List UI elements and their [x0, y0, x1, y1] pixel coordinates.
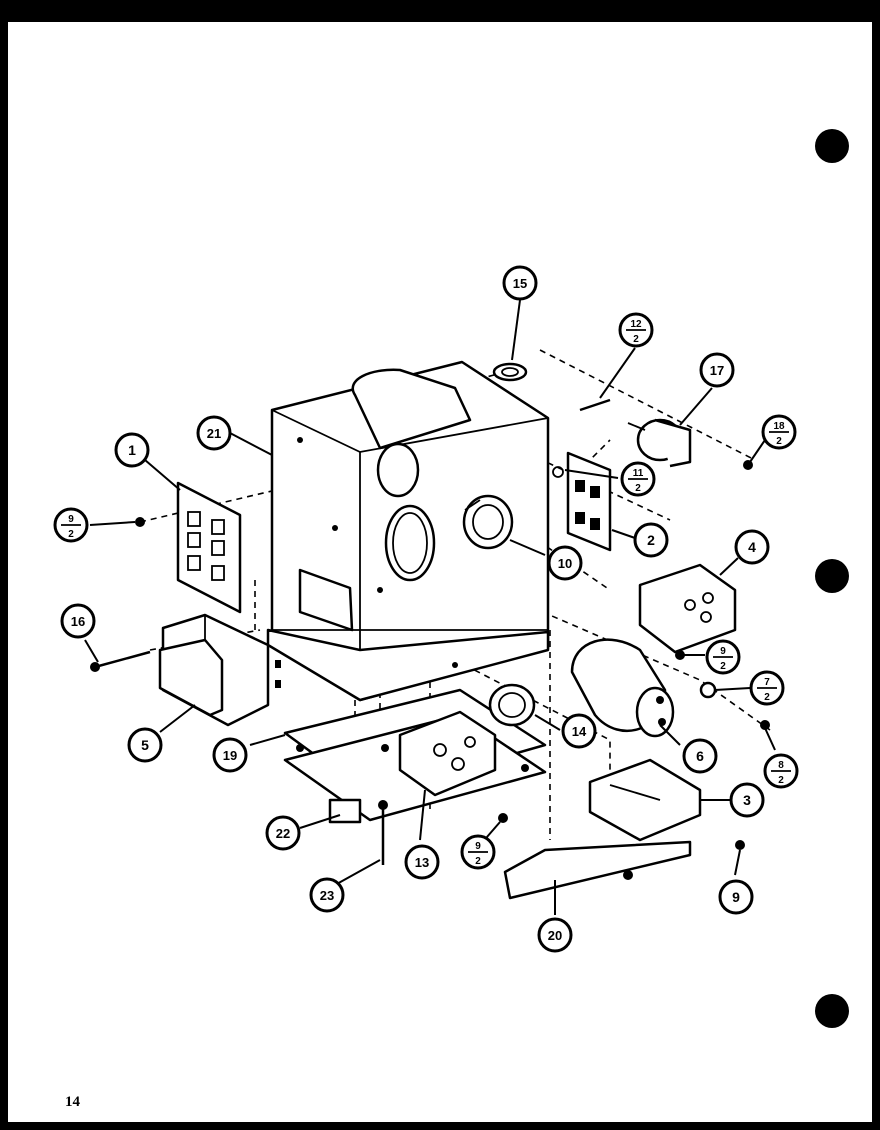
fraction-top: 8: [778, 760, 784, 771]
page-number: 14: [65, 1094, 80, 1110]
callout-label: 1: [128, 442, 136, 458]
terminal-bracket: [566, 451, 612, 552]
long-screw: [90, 650, 151, 672]
cabinet: [266, 360, 550, 702]
callout-5: 5: [127, 727, 163, 763]
fraction-bottom: 2: [475, 856, 481, 867]
fraction-callout-12-2: 122: [618, 312, 654, 348]
transformer: [158, 613, 281, 727]
callout-label: 4: [748, 539, 756, 555]
fraction-callout-7-2: 72: [749, 670, 785, 706]
callout-9: 9: [718, 879, 754, 915]
base-pan: [503, 840, 692, 900]
punch-hole-middle: [815, 559, 849, 593]
fraction-callout-8-2: 82: [763, 753, 799, 789]
fraction-bottom: 2: [778, 775, 784, 786]
small-fasteners: [135, 460, 770, 880]
callout-label: 20: [548, 928, 562, 943]
fraction-bottom: 2: [68, 529, 74, 540]
callout-23: 23: [309, 877, 345, 913]
callout-label: 19: [223, 748, 237, 763]
fraction-callout-9-2: 92: [705, 639, 741, 675]
callout-label: 14: [572, 724, 587, 739]
callout-19: 19: [212, 737, 248, 773]
fraction-top: 12: [630, 319, 642, 330]
callout-layer: 1234569101314151617192021222392122182112…: [53, 265, 799, 953]
callout-label: 3: [743, 792, 751, 808]
fraction-bottom: 2: [635, 483, 641, 494]
fraction-top: 9: [720, 646, 726, 657]
callout-16: 16: [60, 603, 96, 639]
callout-6: 6: [682, 738, 718, 774]
grommet-top: [492, 362, 528, 382]
callout-13: 13: [404, 844, 440, 880]
grommet-bottom: [488, 683, 536, 727]
callout-label: 16: [71, 614, 85, 629]
callout-label: 9: [732, 889, 740, 905]
fraction-bottom: 2: [764, 692, 770, 703]
fraction-top: 11: [633, 468, 644, 479]
fraction-bottom: 2: [776, 436, 782, 447]
callout-2: 2: [633, 522, 669, 558]
grommet-side: [462, 494, 514, 550]
fraction-bottom: 2: [720, 661, 726, 672]
fraction-callout-9-2: 92: [53, 507, 89, 543]
callout-17: 17: [699, 352, 735, 388]
fraction-bottom: 2: [633, 334, 639, 345]
small-screw-top: [579, 398, 611, 412]
fraction-top: 18: [773, 421, 785, 432]
callout-10: 10: [547, 545, 583, 581]
callout-label: 23: [320, 888, 334, 903]
fraction-callout-11-2: 112: [620, 461, 656, 497]
capacitor: [570, 638, 675, 738]
thermostat: [627, 418, 692, 468]
callout-label: 15: [513, 276, 527, 291]
fraction-top: 7: [764, 677, 770, 688]
punch-hole-bottom: [815, 994, 849, 1028]
callout-label: 6: [696, 748, 704, 764]
callout-22: 22: [265, 815, 301, 851]
fraction-callout-9-2: 92: [460, 834, 496, 870]
callout-label: 22: [276, 826, 290, 841]
callout-21: 21: [196, 415, 232, 451]
selector-switch: [588, 758, 702, 842]
callout-label: 5: [141, 737, 149, 753]
relay: [398, 710, 497, 797]
fraction-top: 9: [68, 514, 74, 525]
switch-plate: [176, 481, 242, 614]
callout-label: 13: [415, 855, 429, 870]
callout-4: 4: [734, 529, 770, 565]
punch-hole-top: [815, 129, 849, 163]
callout-20: 20: [537, 917, 573, 953]
callout-15: 15: [502, 265, 538, 301]
callout-3: 3: [729, 782, 765, 818]
callout-1: 1: [114, 432, 150, 468]
fraction-top: 9: [475, 841, 481, 852]
exploded-parts-diagram: 1234569101314151617192021222392122182112…: [53, 129, 849, 1028]
start-relay: [638, 563, 737, 654]
callout-label: 21: [207, 426, 221, 441]
callout-label: 2: [647, 532, 655, 548]
callout-label: 10: [558, 556, 572, 571]
callout-14: 14: [561, 713, 597, 749]
bottom-screw: [378, 800, 388, 865]
fraction-callout-18-2: 182: [761, 414, 797, 450]
callout-label: 17: [710, 363, 724, 378]
